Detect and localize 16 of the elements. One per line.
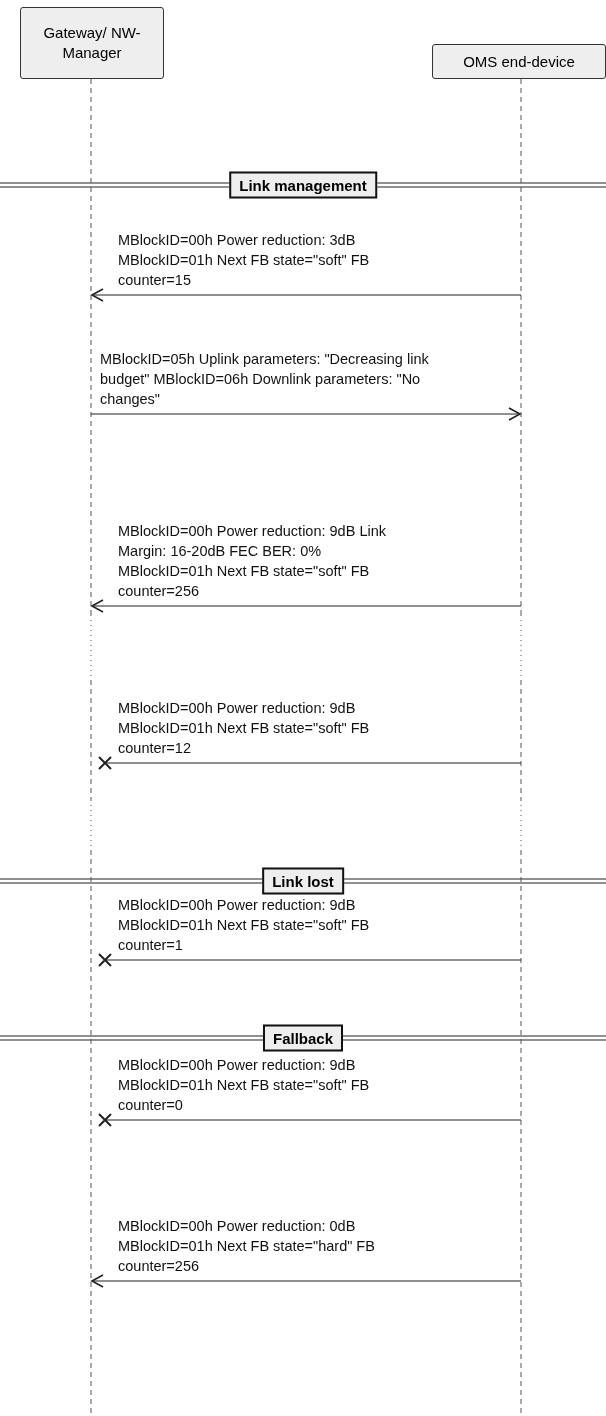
message-label: MBlockID=00h Power reduction: 3dB MBlockID=01h Next FB state="soft" FB counter=15: [118, 231, 371, 290]
section-label: Link management: [229, 171, 377, 199]
message-arrow: [91, 599, 522, 613]
message-arrow: [91, 1274, 522, 1288]
message-label: MBlockID=00h Power reduction: 9dB MBlockID=01h Next FB state="soft" FB counter=0: [118, 1056, 371, 1115]
message-label: MBlockID=00h Power reduction: 9dB MBlockID=01h Next FB state="soft" FB counter=1: [118, 896, 371, 955]
section-label: Fallback: [263, 1024, 343, 1052]
participant-box: OMS end-device: [432, 44, 606, 79]
message-arrow: [91, 288, 522, 302]
section-label: Link lost: [262, 867, 344, 895]
message-label: MBlockID=00h Power reduction: 0dB MBlockID=01h Next FB state="hard" FB counter=256: [118, 1217, 376, 1276]
participant-box: Gateway/ NW-Manager: [20, 7, 164, 79]
message-label: MBlockID=05h Uplink parameters: "Decreasing link budget" MBlockID=06h Downlink parameters: "No changes": [100, 350, 430, 409]
message-arrow: [90, 407, 521, 421]
message-label: MBlockID=00h Power reduction: 9dB MBlockID=01h Next FB state="soft" FB counter=12: [118, 699, 371, 758]
message-label: MBlockID=00h Power reduction: 9dB Link Margin: 16-20dB FEC BER: 0% MBlockID=01h Next FB state="soft" FB counter=256: [118, 522, 387, 601]
